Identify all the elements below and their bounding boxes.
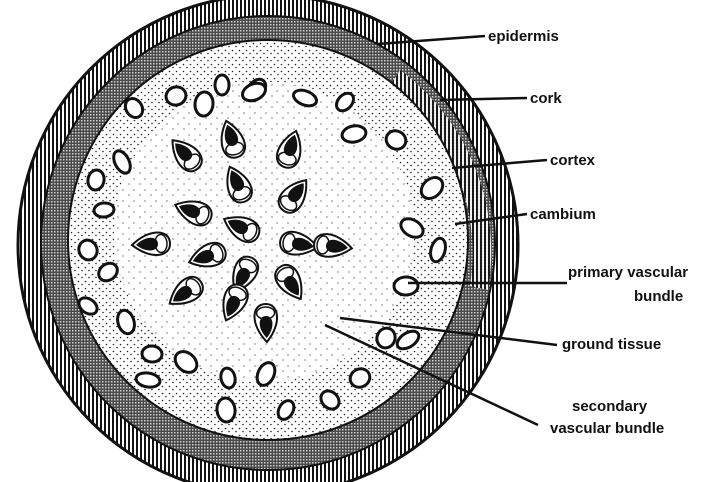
- small-vascular-bundle: [141, 345, 162, 362]
- label-epidermis: epidermis: [488, 28, 559, 46]
- label-cortex: cortex: [550, 152, 595, 170]
- small-vascular-bundle: [194, 91, 214, 116]
- small-vascular-bundle: [394, 277, 418, 295]
- small-vascular-bundle: [216, 397, 237, 423]
- small-vascular-bundle: [93, 202, 114, 218]
- label-cork: cork: [530, 90, 562, 108]
- label-ground-tissue: ground tissue: [562, 336, 661, 354]
- label-secondary-line2: vascular bundle: [550, 420, 664, 438]
- small-vascular-bundle: [215, 75, 229, 95]
- label-primary-vascular-line1: primary vascular: [568, 264, 688, 282]
- label-secondary-line1: secondary: [572, 398, 647, 416]
- label-cambium: cambium: [530, 206, 596, 224]
- label-primary-vascular-line2: bundle: [634, 288, 683, 306]
